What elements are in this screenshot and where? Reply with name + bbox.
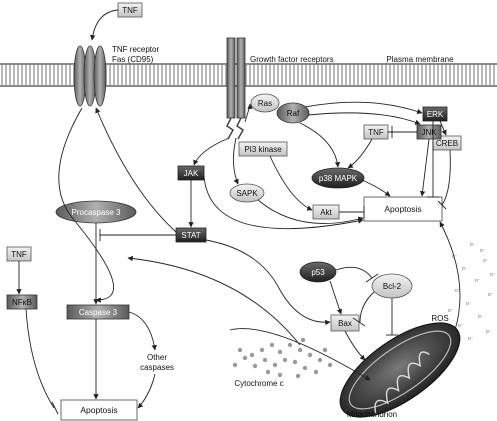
sapk-node: SAPK bbox=[229, 183, 265, 203]
ros-label: ROS bbox=[431, 314, 448, 323]
tnf-receptor-label-line2: Fas (CD95) bbox=[112, 55, 154, 64]
svg-text:o⁻: o⁻ bbox=[452, 254, 458, 260]
apoptosis-bottom-label: Apoptosis bbox=[80, 405, 117, 415]
jak-node: JAK bbox=[177, 165, 205, 181]
tnf-top-node: TNF bbox=[117, 2, 143, 18]
signalling-connections bbox=[16, 9, 461, 415]
growth-factor-receptors bbox=[226, 37, 246, 140]
other-caspases-label-line2: caspases bbox=[140, 363, 174, 372]
akt-label: Akt bbox=[320, 208, 332, 217]
tnf-receptor-label-line1: TNF receptor bbox=[112, 45, 159, 54]
erk-label: ERK bbox=[427, 110, 444, 119]
svg-text:o⁻: o⁻ bbox=[490, 272, 496, 278]
cytochrome-c-molecules bbox=[232, 337, 333, 379]
stat-label: STAT bbox=[181, 231, 200, 240]
svg-text:o⁻: o⁻ bbox=[470, 242, 476, 248]
jnk-label: JNK bbox=[421, 128, 437, 137]
tnf-left-node: TNF bbox=[6, 246, 32, 262]
p38-mapk-label: p38 MAPK bbox=[319, 174, 358, 183]
p53-label: p53 bbox=[311, 268, 325, 277]
svg-text:o⁻: o⁻ bbox=[488, 292, 494, 298]
mitochondrion bbox=[339, 322, 461, 418]
raf-node: Raf bbox=[276, 102, 310, 124]
caspase-3-node: Caspase 3 bbox=[66, 304, 130, 320]
raf-label: Raf bbox=[287, 109, 300, 118]
svg-text:o⁻: o⁻ bbox=[478, 314, 484, 320]
svg-text:o⁻: o⁻ bbox=[448, 308, 454, 314]
svg-text:o⁻: o⁻ bbox=[458, 323, 464, 329]
procaspase-3-label: Procaspase 3 bbox=[72, 208, 121, 217]
sapk-label: SAPK bbox=[236, 189, 258, 198]
akt-node: Akt bbox=[312, 204, 340, 220]
svg-text:o⁻: o⁻ bbox=[483, 258, 489, 264]
ros-molecules: o⁻ o⁻ o⁻ o⁻ o⁻ o⁻ o⁻ o⁻ o⁻ o⁻ o⁻ o⁻ o⁻ o⁻ o⁻ bbox=[448, 242, 496, 342]
growth-factor-receptors-label: Growth factor receptors bbox=[250, 55, 334, 64]
p53-node: p53 bbox=[299, 261, 337, 283]
svg-text:o⁻: o⁻ bbox=[480, 248, 486, 254]
apoptosis-main-node: Apoptosis bbox=[363, 196, 443, 222]
stat-node: STAT bbox=[175, 227, 207, 243]
nfkb-label: NFκB bbox=[12, 298, 32, 307]
svg-text:o⁻: o⁻ bbox=[455, 288, 461, 294]
other-caspases-label-line1: Other bbox=[147, 353, 167, 362]
jnk-node: JNK bbox=[416, 124, 442, 140]
pi3-kinase-node: PI3 kinase bbox=[238, 141, 288, 157]
pi3-kinase-label: PI3 kinase bbox=[244, 145, 282, 154]
procaspase-3-node: Procaspase 3 bbox=[55, 200, 137, 224]
bcl2-label: Bcl-2 bbox=[383, 282, 402, 291]
svg-text:o⁻: o⁻ bbox=[486, 329, 492, 335]
svg-text:o⁻: o⁻ bbox=[475, 278, 481, 284]
ras-label: Ras bbox=[258, 99, 272, 108]
jak-label: JAK bbox=[184, 169, 199, 178]
plasma-membrane-label: Plasma membrane bbox=[386, 55, 454, 64]
bcl2-node: Bcl-2 bbox=[371, 273, 413, 299]
bax-label: Bax bbox=[338, 319, 352, 328]
erk-node: ERK bbox=[422, 106, 448, 122]
nfkb-node: NFκB bbox=[6, 294, 38, 310]
svg-text:o⁻: o⁻ bbox=[462, 266, 468, 272]
tnf-left-label: TNF bbox=[11, 250, 27, 259]
svg-text:o⁻: o⁻ bbox=[466, 301, 472, 307]
apoptosis-main-label: Apoptosis bbox=[384, 204, 421, 214]
tnf-receptor bbox=[73, 45, 107, 107]
tnf-mid-label: TNF bbox=[368, 128, 384, 137]
p38-mapk-node: p38 MAPK bbox=[311, 167, 365, 189]
bax-node: Bax bbox=[330, 314, 360, 332]
tnf-top-label: TNF bbox=[122, 6, 138, 15]
apoptosis-bottom-node: Apoptosis bbox=[60, 399, 138, 421]
svg-text:o⁻: o⁻ bbox=[468, 336, 474, 342]
ras-node: Ras bbox=[250, 93, 280, 113]
cytochrome-c-label: Cytochrome c bbox=[234, 379, 283, 388]
tnf-mid-node: TNF bbox=[363, 124, 389, 140]
caspase-3-label: Caspase 3 bbox=[79, 308, 118, 317]
creb-label: CREB bbox=[436, 139, 458, 148]
mitochondrion-label: Mitochondrion bbox=[347, 410, 397, 419]
